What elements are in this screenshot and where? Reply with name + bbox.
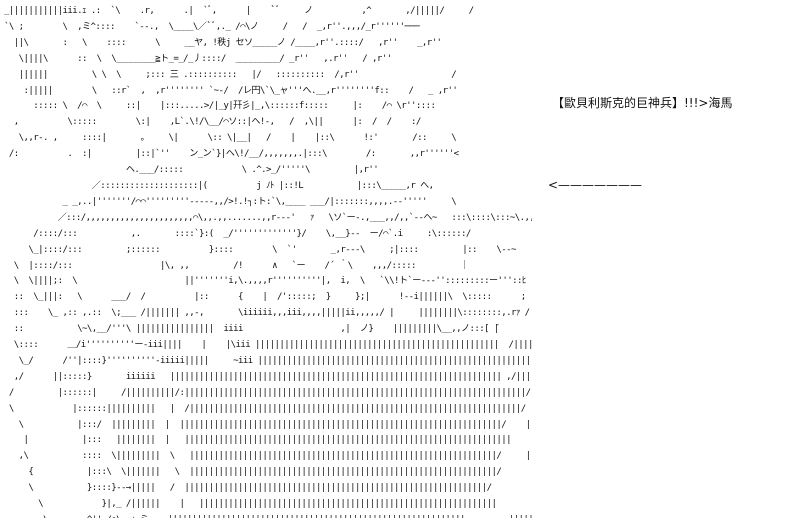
ascii-art-line: /::::/::: ,. ::::`}:( _/'''''''''''''}/ … [4,228,471,239]
ascii-art-line: :: \_|||: \ ___/ / |:: { | /':::::; } };… [4,292,526,303]
ascii-art-line: \,,r-. , ::::| 。 \| \:: \|__| / | |::\ !… [4,133,457,144]
ascii-art-line: \ |::::/::: |\, ,, /! ∧ `ー /´ ｀\ ,,,/:::… [4,260,469,271]
ascii-art-line: ヘ.___/::::: \ .^.>_/'''''\ |,r'' [4,165,379,176]
ascii-art-obelisk: _|||||||||||iii.ｪ .: `\ .r, .| `ﾞ, | `ﾞ … [4,4,532,518]
ascii-art-line: `\ ; \ ,ミ^:::: `--., \____\／`ﾞ,._ /⌒\ノ /… [4,21,420,32]
ascii-art-line: \_/ /''|::::}''''''''''-iiiii||||| ~iii … [18,355,532,366]
ascii-art-line: ::::: \ /⌒ \ ::| |:::.....>/|_y|幵彡|_,\::… [4,101,436,112]
ascii-art-line: :: \~\,__/'''\ |||||||||||||||| iiii ,| … [4,324,500,335]
ascii-art-line: , \::::: \:| ,L`.\!/\__/⌒ソ::|ヘ!-, / ,\||… [4,117,422,128]
ascii-art-line: ,\ :::: \||||||||| \ |||||||||||||||||||… [18,451,532,462]
ascii-art-line: ||\ : \ :::: \ __ヤ, !秩j セソ_____ノ /____,r… [4,37,442,48]
pointer-arrow: <——————— [548,178,643,192]
ascii-art-line: \||||\ :: \ \________≧ト_=_/_丿::::/ _____… [4,53,392,64]
ascii-art-line: /: . :| |::|`'' ン_ン`}|ヘ\!/__/,,,,,,,.|::… [4,149,459,160]
ascii-art-line: \ \||||;: \ ||'''''''i,\.,,,,r''''''''''… [4,276,532,287]
ascii-art-line: ／::::::::::::::::::::|( j ﾉﾄ |::!L |:::\… [4,180,434,191]
ascii-art-line: { |:::\ \||||||| \ |||||||||||||||||||||… [28,467,532,478]
ascii-art-line: _ _,..|'''''''/⌒⌒'''''''''-----,,/>!.!┐:… [4,196,457,207]
ascii-art-line: \ }::::}--→||||| / |||||||||||||||||||||… [28,483,532,494]
ascii-art-line: :||||| \ ::r` , ,r'''''''' `~-/ /レ円\`\_ャ… [4,85,458,96]
caption-label: 【歐貝利斯克的巨神兵】!!!>海馬 [552,96,733,110]
ascii-art-line: ::: \_ ,:: ,.:: \;___ /||||||| ,,-, \iii… [4,308,530,319]
ascii-art-text: _|||||||||||iii.ｪ .: `\ .r, .| `ﾞ, | `ﾞ … [4,4,532,518]
ascii-art-line: \ }|,_ /|||||| | |||||||||||||||||||||||… [38,499,497,510]
ascii-art-line: ／:::/,,,,,,,,,,,,,,,,,,,,,,⌒\,,.,,......… [4,212,532,223]
ascii-art-line: \_|::::/::: ;:::::: }:::: \ `' _,r---\ ;… [4,244,516,255]
ascii-art-line: \ _,^'' /⌒\--ｨ‐ミ |||||||||||||||||||||||… [4,515,532,518]
ascii-art-line: ,/ ||:::::} iiiiii |||||||||||||||||||||… [13,371,532,382]
ascii-art-line: _|||||||||||iii.ｪ .: `\ .r, .| `ﾞ, | `ﾞ … [4,6,474,16]
ascii-art-line: \:::: ＿/i''''''''''ー-iii|||| | |\iii |||… [13,340,532,351]
ascii-art-line: | |::: |||||||| | ||||||||||||||||||||||… [23,435,511,446]
ascii-art-line: |||||| \ \ \ ;::: 三 .:::::::::: |/ :::::… [4,69,457,80]
ascii-art-line: / |::::::| /||||||||||/:||||||||||||||||… [8,387,531,398]
ascii-art-line: \ |::::::|||||||||| | /|||||||||||||||||… [8,403,526,414]
ascii-art-line: \ |:::/ ||||||||| | ||||||||||||||||||||… [18,419,532,430]
